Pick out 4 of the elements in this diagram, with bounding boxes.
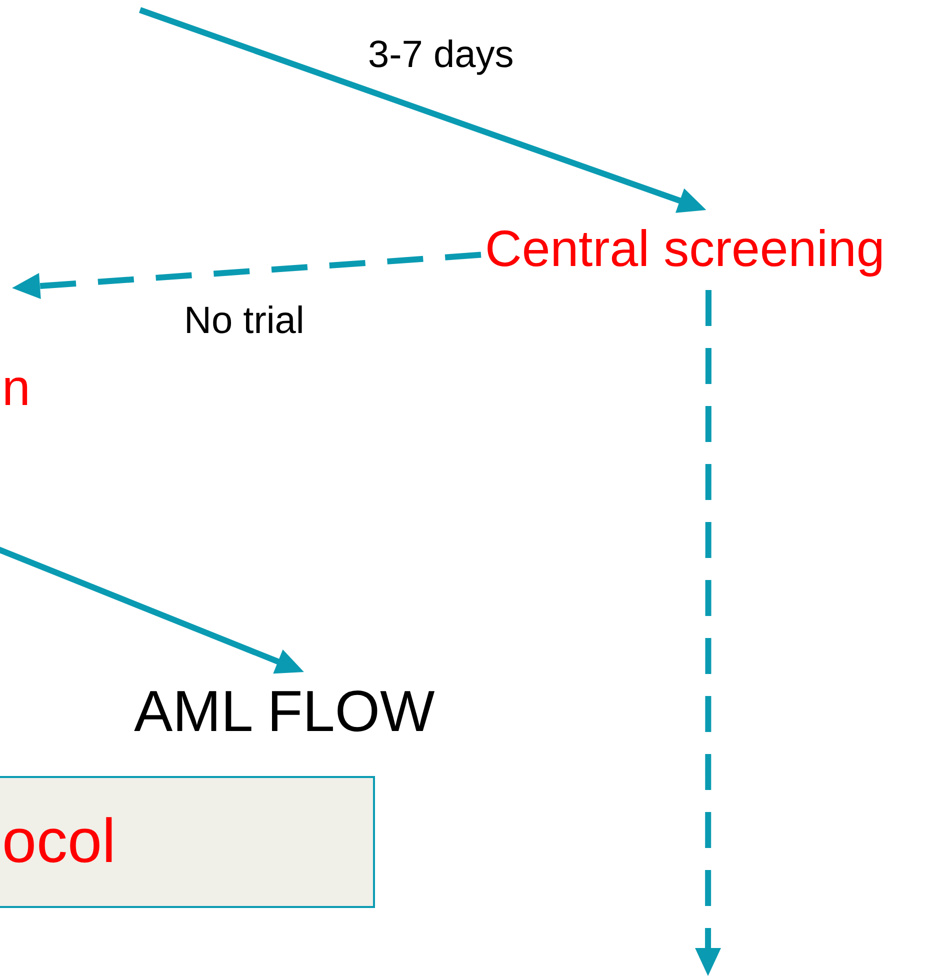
step-label: n	[2, 362, 30, 413]
protocol-box	[0, 776, 375, 908]
box-text: ocol	[2, 811, 116, 873]
step-label: AML FLOW	[134, 683, 435, 741]
